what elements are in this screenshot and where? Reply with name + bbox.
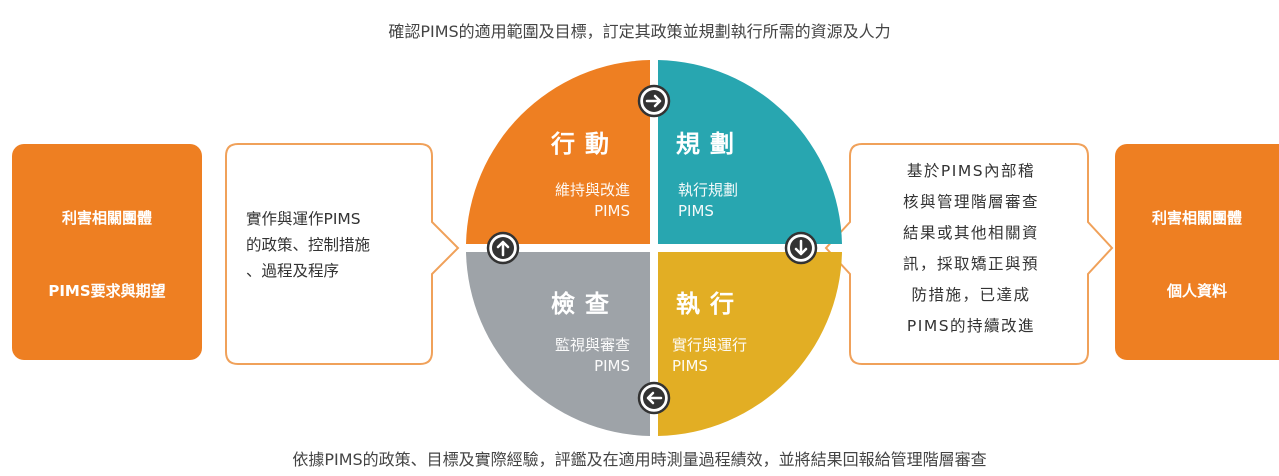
- act-subtitle-line1: 維持與改進: [554, 181, 630, 199]
- plan-subtitle-line2: PIMS: [678, 202, 714, 220]
- plan-subtitle-line1: 執行規劃: [678, 181, 739, 199]
- do-subtitle-line1: 實行與運行: [672, 336, 748, 354]
- left-callout-line: 、過程及程序: [246, 262, 340, 280]
- do-subtitle-line2: PIMS: [672, 357, 708, 375]
- check-title: 檢查: [551, 290, 619, 318]
- act-subtitle: 維持與改進 PIMS: [530, 180, 630, 222]
- left-arrow-icon: [637, 381, 671, 415]
- right-callout-text: 基於PIMS內部稽 核與管理階層審查 結果或其他相關資 訊，採取矯正與預 防措施…: [871, 156, 1071, 342]
- right-callout-line: 基於PIMS內部稽: [906, 162, 1036, 180]
- down-arrow-icon: [784, 231, 818, 265]
- plan-title: 規劃: [676, 130, 744, 158]
- quadrant-act: [466, 60, 650, 244]
- right-callout-line: PIMS的持續改進: [906, 317, 1036, 335]
- top-caption: 確認PIMS的適用範圍及目標，訂定其政策並規劃執行所需的資源及人力: [388, 22, 891, 41]
- right-callout-line: 核與管理階層審查: [902, 193, 1039, 211]
- right-stakeholder-box: 利害相關團體 個人資料: [1115, 144, 1279, 360]
- right-arrow-icon: [637, 84, 671, 118]
- right-callout-shape: [824, 143, 1114, 365]
- left-callout-line: 實作與運作PIMS: [246, 210, 361, 228]
- right-callout-line: 結果或其他相關資: [902, 224, 1039, 242]
- up-arrow-icon: [486, 231, 520, 265]
- act-title: 行動: [551, 130, 619, 158]
- act-subtitle-line2: PIMS: [594, 202, 630, 220]
- left-box-title: 利害相關團體: [61, 209, 152, 227]
- left-callout-line: 的政策、控制措施: [246, 236, 371, 254]
- do-subtitle: 實行與運行 PIMS: [672, 335, 747, 377]
- quadrant-do: [658, 252, 842, 436]
- check-subtitle-line1: 監視與審查: [554, 336, 630, 354]
- right-box-title: 利害相關團體: [1151, 209, 1242, 227]
- check-subtitle: 監視與審查 PIMS: [510, 335, 630, 377]
- right-box-subtitle: 個人資料: [1166, 282, 1227, 300]
- bottom-caption: 依據PIMS的政策、目標及實際經驗，評鑑及在適用時測量過程績效，並將結果回報給管…: [292, 450, 987, 469]
- right-callout-line: 訊，採取矯正與預: [902, 255, 1039, 273]
- quadrant-check: [466, 252, 650, 436]
- check-subtitle-line2: PIMS: [594, 357, 630, 375]
- quadrant-plan: [658, 60, 842, 244]
- right-callout-line: 防措施，已達成: [911, 286, 1031, 304]
- left-callout-shape: [225, 143, 460, 365]
- plan-subtitle: 執行規劃 PIMS: [678, 180, 738, 222]
- left-box-subtitle: PIMS要求與期望: [48, 282, 166, 300]
- left-callout-text: 實作與運作PIMS 的政策、控制措施 、過程及程序: [246, 206, 370, 284]
- left-stakeholder-box: 利害相關團體 PIMS要求與期望: [12, 144, 202, 360]
- do-title: 執行: [676, 290, 744, 318]
